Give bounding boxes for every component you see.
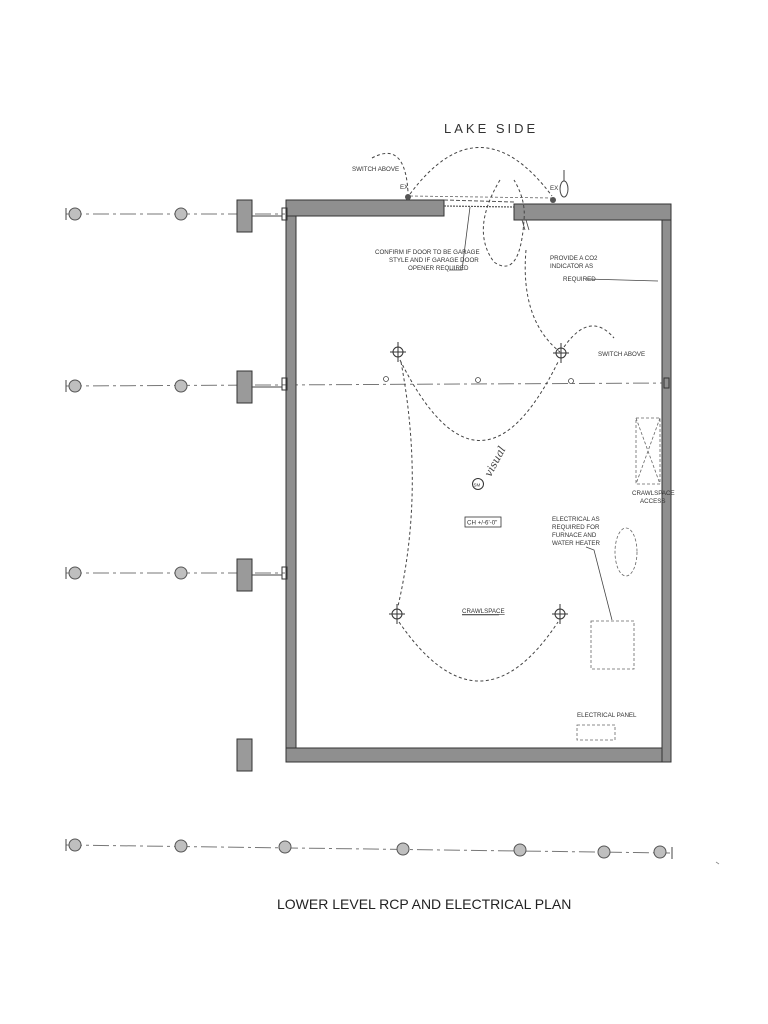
grid-marker	[383, 376, 389, 382]
grid-marker	[568, 378, 574, 384]
grid-bubble-icon	[174, 839, 188, 853]
electrical-note-line4: WATER HEATER	[552, 540, 601, 547]
ceiling-lights: SWITCH ABOVE	[389, 325, 645, 682]
ex-label-right: EX	[550, 185, 558, 192]
co2-note-line1: PROVIDE A CO2	[550, 255, 598, 262]
grid-lines	[65, 199, 673, 859]
ceiling-light-fixture-icon	[552, 604, 568, 624]
electrical-note-line1: ELECTRICAL AS	[552, 516, 600, 523]
crawlspace-access: CRAWLSPACE ACCESS	[632, 417, 675, 505]
drawing-title: LOWER LEVEL RCP AND ELECTRICAL PLAN	[277, 896, 571, 912]
building-walls	[252, 195, 672, 763]
switch-above-top-note: SWITCH ABOVE	[352, 166, 399, 173]
garage-note-line1: CONFIRM IF DOOR TO BE GARAGE	[375, 249, 480, 256]
pier-footing	[236, 558, 253, 592]
grid-bubble-icon	[513, 843, 527, 857]
grid-bubble-icon	[68, 838, 82, 852]
electrical-note-line2: REQUIRED FOR	[552, 524, 600, 531]
co2-detector-icon	[559, 180, 569, 198]
exterior-lighting: EX EX SWITCH ABOVE	[352, 147, 569, 353]
co2-note: PROVIDE A CO2 INDICATOR AS REQUIRED	[550, 255, 659, 283]
grid-bubble-icon	[653, 845, 667, 859]
furnace-outline	[590, 620, 635, 670]
ceiling-light-fixture-icon	[553, 343, 569, 363]
electrical-note-line3: FURNACE AND	[552, 532, 597, 539]
electrical-panel: ELECTRICAL PANEL	[576, 712, 637, 741]
ceiling-light-fixture-icon	[390, 342, 406, 362]
crawl-access-line1: CRAWLSPACE	[632, 490, 675, 497]
grid-bubble-icon	[174, 379, 188, 393]
handwritten-note: visual	[482, 444, 509, 479]
garage-note-line2: STYLE AND IF GARAGE DOOR	[389, 257, 479, 264]
grid-bubble-icon	[174, 566, 188, 580]
grid-bubble-icon	[278, 840, 292, 854]
grid-bubble-icon	[174, 207, 188, 221]
center-annotations: SM visual CH +/-6'-0" CRAWLSPACE	[462, 444, 509, 616]
ceiling-light-fixture-icon	[389, 604, 405, 624]
pier-footing	[236, 738, 253, 772]
lake-side-label: LAKE SIDE	[444, 121, 538, 136]
co2-note-line2: INDICATOR AS	[550, 263, 593, 270]
electrical-panel-label: ELECTRICAL PANEL	[577, 712, 637, 719]
pier-footing	[236, 370, 253, 404]
grid-marker	[475, 377, 481, 383]
exterior-light-icon	[405, 194, 411, 200]
ex-label-left: EX	[400, 184, 408, 191]
electrical-equipment-note: ELECTRICAL AS REQUIRED FOR FURNACE AND W…	[552, 516, 638, 670]
grid-bubble-icon	[597, 845, 611, 859]
water-heater-outline	[614, 527, 638, 577]
co2-note-line3: REQUIRED	[563, 276, 596, 283]
switch-above-right-note: SWITCH ABOVE	[598, 351, 645, 358]
crawl-access-line2: ACCESS	[640, 498, 665, 505]
grid-bubble-icon	[396, 842, 410, 856]
garage-door-note: CONFIRM IF DOOR TO BE GARAGE STYLE AND I…	[375, 206, 480, 272]
sm-tag: SM	[474, 483, 481, 488]
smoke-detector-icon	[472, 478, 484, 490]
exterior-light-icon	[550, 197, 556, 203]
garage-note-line3: OPENER REQUIRED	[408, 265, 469, 272]
grid-bubble-icon	[68, 207, 82, 221]
grid-bubble-icon	[68, 379, 82, 393]
crawlspace-label: CRAWLSPACE	[462, 608, 505, 615]
pier-footing	[236, 199, 253, 233]
ceiling-height-label: CH +/-6'-0"	[467, 520, 497, 527]
grid-bubble-icon	[68, 566, 82, 580]
